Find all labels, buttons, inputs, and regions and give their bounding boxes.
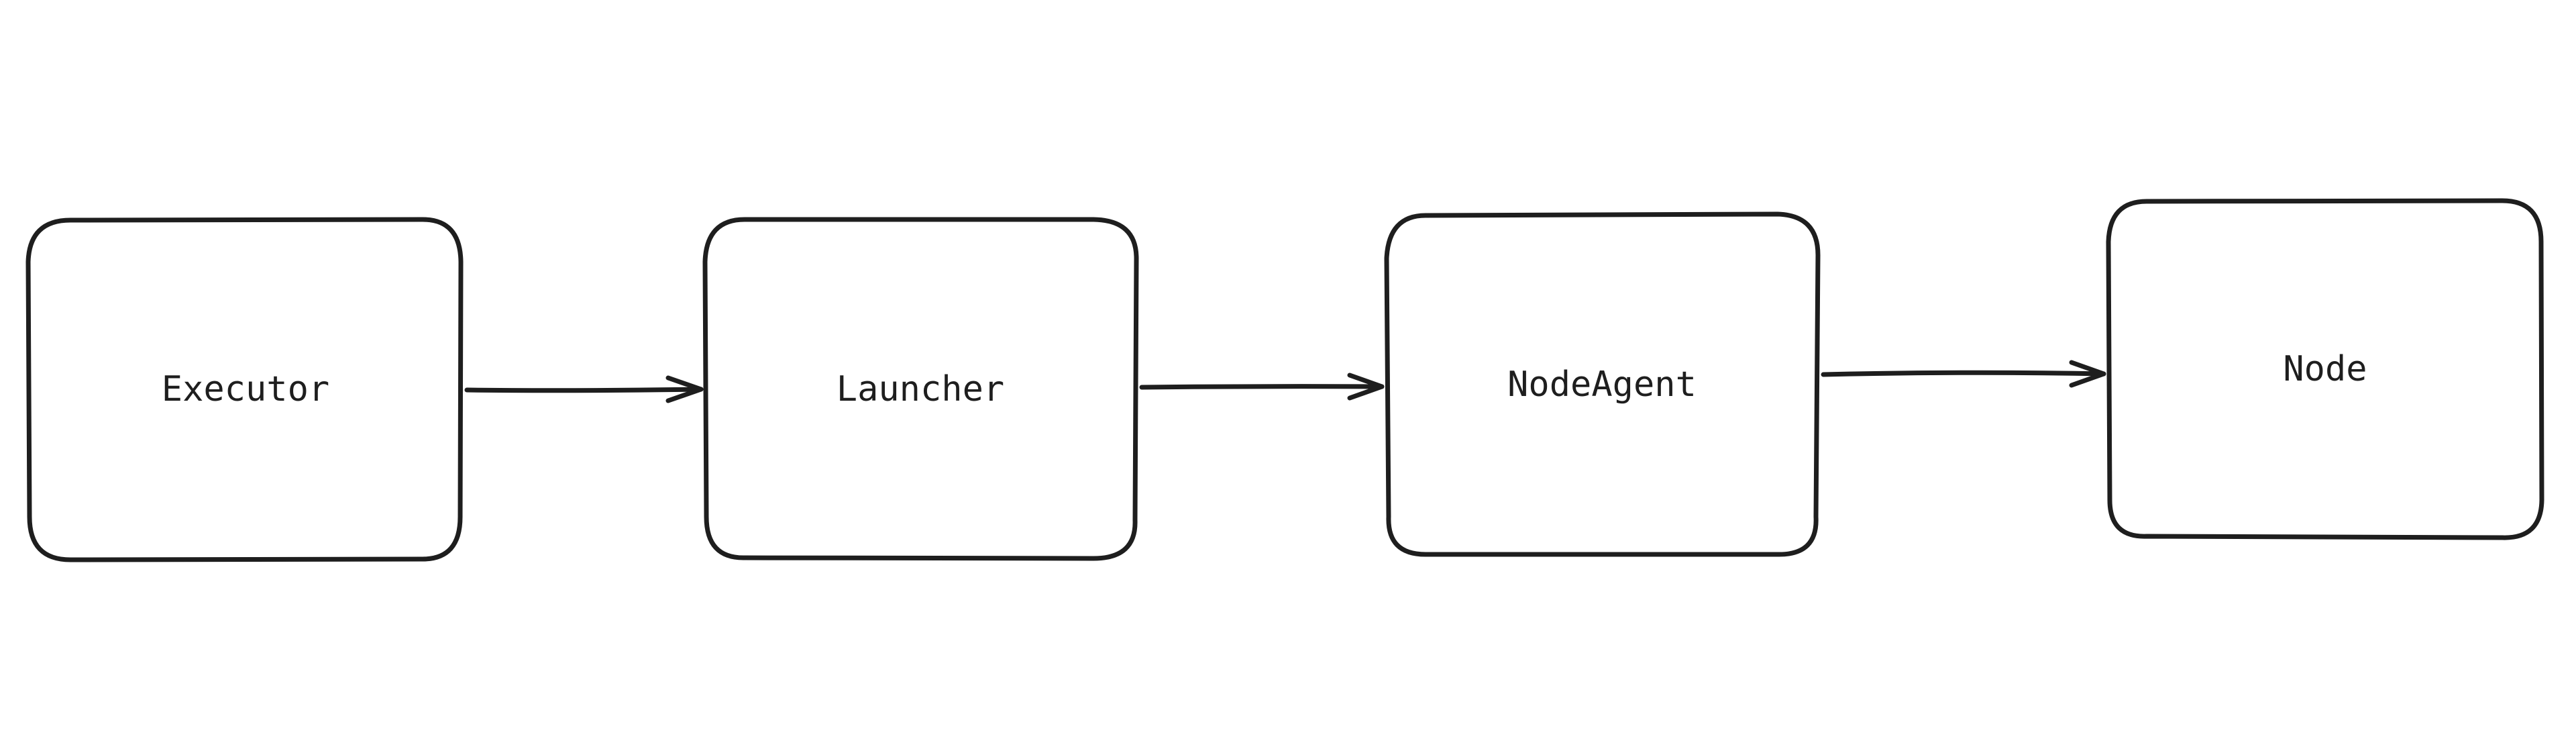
node-executor[interactable]: Executor xyxy=(25,217,464,562)
edge-nodeagent-node xyxy=(1821,360,2106,388)
node-label: NodeAgent xyxy=(1507,364,1697,405)
node-label: Node xyxy=(2283,349,2367,389)
node-node[interactable]: Node xyxy=(2106,198,2544,540)
edge-launcher-nodeagent xyxy=(1139,373,1385,401)
node-label: Launcher xyxy=(837,369,1004,409)
node-nodeagent[interactable]: NodeAgent xyxy=(1384,211,1821,557)
edge-executor-launcher xyxy=(464,375,704,403)
node-label: Executor xyxy=(162,369,329,409)
node-launcher[interactable]: Launcher xyxy=(702,217,1139,561)
